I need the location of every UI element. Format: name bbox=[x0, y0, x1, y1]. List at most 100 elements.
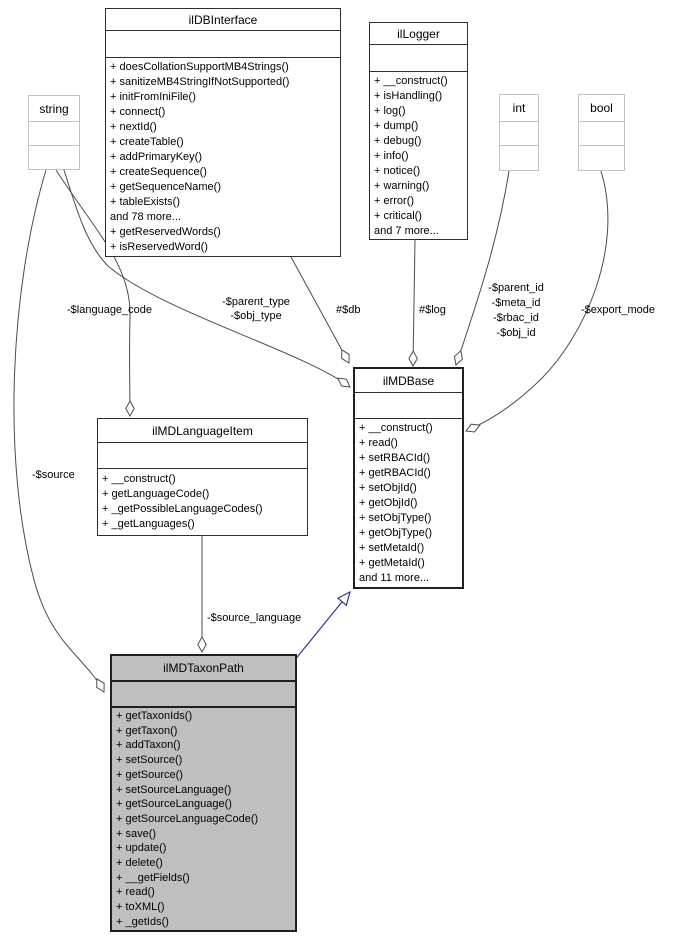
method-entry: + setSource() bbox=[116, 754, 183, 767]
method-entry: + __construct() bbox=[374, 75, 448, 87]
edge-illogger-to-ilmdbase bbox=[413, 239, 415, 366]
method-entry: + setSourceLanguage() bbox=[116, 783, 232, 796]
attributes-compartment bbox=[29, 122, 79, 146]
type-node-int[interactable]: int bbox=[499, 94, 539, 171]
edge-label-int-ids: -$parent_id-$meta_id-$rbac_id-$obj_id bbox=[477, 281, 555, 341]
method-entry: and 78 more... bbox=[110, 211, 181, 223]
method-entry: + getSourceLanguageCode() bbox=[116, 812, 259, 825]
method-entry: + tableExists() bbox=[110, 196, 180, 208]
class-node-ilmdtaxonpath-current[interactable]: ilMDTaxonPath + getTaxonIds() + getTaxon(… bbox=[110, 654, 297, 932]
method-entry: + warning() bbox=[374, 180, 430, 192]
method-entry: + addTaxon() bbox=[116, 739, 181, 752]
type-node-bool[interactable]: bool bbox=[578, 94, 625, 171]
method-entry: + getLanguageCode() bbox=[102, 488, 210, 500]
attributes-compartment bbox=[106, 31, 340, 58]
class-title: int bbox=[500, 95, 538, 122]
edge-label-log: #$log bbox=[419, 304, 446, 316]
method-entry: + getMetaId() bbox=[359, 557, 425, 569]
method-entry: + getSequenceName() bbox=[110, 181, 221, 193]
method-entry: + dump() bbox=[374, 120, 419, 132]
method-entry: + _getLanguages() bbox=[102, 518, 195, 530]
method-entry: + initFromIniFile() bbox=[110, 91, 196, 103]
method-entry: + doesCollationSupportMB4Strings() bbox=[110, 61, 289, 73]
methods-compartment: + __construct() + getLanguageCode() + _get… bbox=[98, 469, 307, 535]
method-entry: + setRBACId() bbox=[359, 452, 431, 464]
method-entry: + getSource() bbox=[116, 768, 183, 781]
edge-label-parent-obj-type: -$parent_type -$obj_type bbox=[206, 295, 306, 323]
method-entry: + nextId() bbox=[110, 121, 157, 133]
method-entry: + getObjId() bbox=[359, 497, 418, 509]
class-node-ilmdlanguageitem[interactable]: ilMDLanguageItem + __construct()+ getLan… bbox=[97, 418, 308, 536]
method-entry: + createTable() bbox=[110, 136, 184, 148]
edge-string-to-ilmdtaxonpath bbox=[13, 169, 104, 692]
methods-compartment: + __construct() + read() + setRBACId() + ge… bbox=[355, 419, 462, 587]
edge-bool-to-ilmdbase bbox=[466, 170, 609, 431]
edge-label-line: -$rbac_id bbox=[493, 312, 539, 324]
class-title: string bbox=[29, 96, 79, 122]
attributes-compartment bbox=[355, 393, 462, 419]
class-title: ilLogger bbox=[370, 23, 467, 45]
edge-label-line: -$parent_type bbox=[222, 296, 290, 308]
method-entry: + _getPossibleLanguageCodes() bbox=[102, 503, 263, 515]
class-title: ilMDBase bbox=[355, 369, 462, 393]
type-node-string[interactable]: string bbox=[28, 95, 80, 170]
edge-label-line: -$obj_type bbox=[230, 310, 282, 322]
attributes-compartment bbox=[370, 45, 467, 72]
edge-label-db: #$db bbox=[336, 304, 361, 316]
method-entry: + getSourceLanguage() bbox=[116, 798, 232, 811]
attributes-compartment bbox=[500, 122, 538, 146]
method-entry: + getReservedWords() bbox=[110, 226, 221, 238]
edge-label-line: -$meta_id bbox=[491, 297, 541, 309]
method-entry: + delete() bbox=[116, 857, 163, 870]
edge-label-export-mode: -$export_mode bbox=[581, 304, 655, 316]
edge-ildbinterface-to-ilmdbase bbox=[290, 256, 349, 363]
attributes-compartment bbox=[579, 122, 624, 146]
edge-label-line: -$obj_id bbox=[496, 327, 536, 339]
methods-compartment: + getTaxonIds() + getTaxon() + addTaxon() +… bbox=[112, 708, 295, 930]
method-entry: and 7 more... bbox=[374, 225, 439, 237]
method-entry: + sanitizeMB4StringIfNotSupported() bbox=[110, 76, 290, 88]
method-entry: + addPrimaryKey() bbox=[110, 151, 203, 163]
attributes-compartment bbox=[112, 682, 295, 708]
class-title: bool bbox=[579, 95, 624, 122]
method-entry: + error() bbox=[374, 195, 415, 207]
method-entry: + toXML() bbox=[116, 901, 165, 914]
edge-inheritance-ilmdtaxonpath-to-ilmdbase bbox=[293, 590, 351, 662]
method-entry: + getRBACId() bbox=[359, 467, 431, 479]
methods-compartment: + doesCollationSupportMB4Strings() + sani… bbox=[106, 58, 340, 256]
method-entry: + setObjId() bbox=[359, 482, 417, 494]
method-entry: + setObjType() bbox=[359, 512, 432, 524]
method-entry: + getObjType() bbox=[359, 527, 433, 539]
method-entry: + read() bbox=[359, 437, 398, 449]
method-entry: + log() bbox=[374, 105, 406, 117]
method-entry: + notice() bbox=[374, 165, 421, 177]
class-node-illogger[interactable]: ilLogger + __construct()+ isHandling()+ … bbox=[369, 22, 468, 240]
edge-string-to-ilmdbase bbox=[63, 169, 350, 387]
edge-label-language-code: -$language_code bbox=[67, 304, 153, 316]
method-entry: + info() bbox=[374, 150, 409, 162]
edge-string-to-ilmdlanguageitem bbox=[55, 169, 130, 416]
method-entry: + read() bbox=[116, 886, 155, 899]
method-entry: + __construct() bbox=[359, 422, 433, 434]
method-entry: + __getFields() bbox=[116, 871, 190, 884]
method-entry: + update() bbox=[116, 842, 167, 855]
method-entry: + isHandling() bbox=[374, 90, 443, 102]
method-entry: + getTaxonIds() bbox=[116, 710, 193, 722]
edge-int-to-ilmdbase bbox=[456, 170, 510, 365]
method-entry: + __construct() bbox=[102, 473, 176, 485]
method-entry: + createSequence() bbox=[110, 166, 207, 178]
class-node-ildbinterface[interactable]: ilDBInterface + doesCollationSupportMB4S… bbox=[105, 8, 341, 257]
class-node-ilmdbase[interactable]: ilMDBase + __construct() + read() + setRBA… bbox=[353, 367, 464, 589]
class-title: ilMDTaxonPath bbox=[112, 656, 295, 682]
class-title: ilDBInterface bbox=[106, 9, 340, 31]
method-entry: + _getIds() bbox=[116, 915, 169, 928]
methods-compartment bbox=[579, 146, 624, 170]
method-entry: + debug() bbox=[374, 135, 422, 147]
methods-compartment: + __construct() + isHandling() + log() + du… bbox=[370, 72, 467, 239]
method-entry: + isReservedWord() bbox=[110, 241, 208, 253]
method-entry: + getTaxon() bbox=[116, 724, 178, 737]
methods-compartment bbox=[500, 146, 538, 170]
edge-label-source-language: -$source_language bbox=[207, 612, 302, 624]
